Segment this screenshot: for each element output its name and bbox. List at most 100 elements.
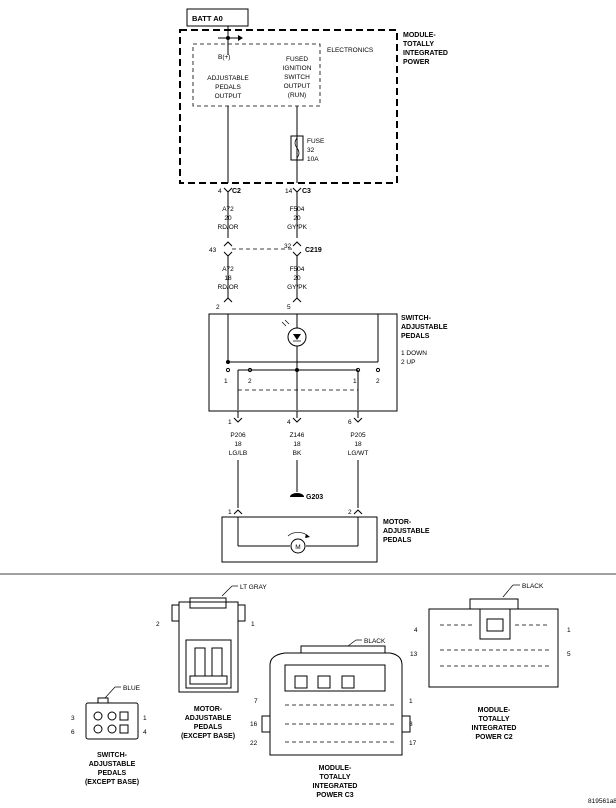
ground-icon (290, 493, 304, 497)
bottom-pin-1: 1 (228, 419, 232, 426)
svg-text:TOTALLY: TOTALLY (320, 774, 351, 781)
svg-text:17: 17 (409, 740, 417, 747)
sw-contact-r2: 2 (376, 378, 380, 385)
conn-switch-view: BLUE 3 6 1 4 SWITCH- ADJUSTABLE PEDALS (… (71, 685, 147, 786)
conn-c3-color: BLACK (364, 638, 386, 645)
svg-text:16: 16 (250, 721, 258, 728)
figure-id: 819561a8 (588, 798, 616, 805)
svg-text:5: 5 (567, 651, 571, 658)
motor-symbol: M (295, 544, 300, 551)
conn-c3-view: BLACK 7 16 22 1 8 17 MODULE- TOTALLY INT… (250, 638, 417, 799)
svg-text:A72: A72 (222, 266, 234, 273)
svg-text:(EXCEPT BASE): (EXCEPT BASE) (85, 779, 139, 786)
bottom-pin-4: 4 (287, 419, 291, 426)
conn-motor-pin1: 1 (251, 621, 255, 628)
svg-text:20: 20 (293, 275, 301, 282)
switch-label: SWITCH- ADJUSTABLE PEDALS (401, 315, 448, 340)
svg-text:1: 1 (567, 627, 571, 634)
svg-text:MODULE-: MODULE- (478, 707, 511, 714)
svg-text:18: 18 (354, 441, 362, 448)
svg-text:SWITCH-: SWITCH- (401, 315, 432, 322)
c3-label: C3 (302, 188, 311, 195)
motor-pin-left: 1 (228, 509, 232, 516)
svg-text:TOTALLY: TOTALLY (479, 716, 510, 723)
svg-text:IGNITION: IGNITION (283, 65, 312, 72)
svg-text:1: 1 (409, 698, 413, 705)
svg-text:GY/PK: GY/PK (287, 224, 308, 231)
svg-text:10A: 10A (307, 156, 319, 163)
conn-motor-color: LT GRAY (240, 584, 267, 591)
motor-pin-right: 2 (348, 509, 352, 516)
svg-text:6: 6 (71, 729, 75, 736)
svg-text:2 UP: 2 UP (401, 359, 415, 366)
svg-text:GY/PK: GY/PK (287, 284, 308, 291)
svg-text:32: 32 (307, 147, 315, 154)
svg-text:BK: BK (293, 450, 302, 457)
svg-text:RD/OR: RD/OR (218, 284, 239, 291)
b-plus-label: B(+) (218, 54, 230, 61)
svg-text:Z146: Z146 (290, 432, 305, 439)
svg-text:18: 18 (234, 441, 242, 448)
svg-text:POWER: POWER (403, 59, 429, 66)
svg-text:4: 4 (143, 729, 147, 736)
c2-label: C2 (232, 188, 241, 195)
svg-text:3: 3 (71, 715, 75, 722)
svg-text:1 DOWN: 1 DOWN (401, 350, 427, 357)
svg-text:TOTALLY: TOTALLY (403, 41, 434, 48)
svg-text:INTEGRATED: INTEGRATED (313, 783, 358, 790)
svg-text:20: 20 (224, 215, 232, 222)
svg-text:(RUN): (RUN) (288, 92, 306, 99)
svg-text:POWER C2: POWER C2 (475, 734, 512, 741)
svg-text:INTEGRATED: INTEGRATED (403, 50, 448, 57)
svg-text:ADJUSTABLE: ADJUSTABLE (89, 761, 136, 768)
svg-text:(EXCEPT BASE): (EXCEPT BASE) (181, 733, 235, 740)
svg-text:8: 8 (409, 721, 413, 728)
svg-text:LG/WT: LG/WT (348, 450, 369, 457)
wire-a72-bot: A72 18 RD/OR (218, 266, 239, 291)
fuse-label: FUSE 32 10A (307, 138, 325, 163)
svg-text:LG/LB: LG/LB (229, 450, 247, 457)
sw-pin-left: 2 (216, 304, 220, 311)
c219-label: C219 (305, 247, 322, 254)
svg-text:MODULE-: MODULE- (403, 32, 436, 39)
wire-z146: Z146 18 BK (290, 432, 305, 457)
svg-text:1: 1 (143, 715, 147, 722)
bottom-pin-6: 6 (348, 419, 352, 426)
svg-text:ADJUSTABLE: ADJUSTABLE (207, 75, 249, 82)
sw-contact-r1: 1 (353, 378, 357, 385)
svg-text:ADJUSTABLE: ADJUSTABLE (401, 324, 448, 331)
svg-text:20: 20 (293, 215, 301, 222)
wire-f504-top: F504 20 GY/PK (287, 206, 308, 231)
svg-text:ADJUSTABLE: ADJUSTABLE (383, 528, 430, 535)
wire-p205: P205 18 LG/WT (348, 432, 369, 457)
wire-p206: P206 18 LG/LB (229, 432, 247, 457)
switch-legend: 1 DOWN 2 UP (401, 350, 427, 366)
svg-text:PEDALS: PEDALS (401, 333, 430, 340)
svg-text:PEDALS: PEDALS (383, 537, 412, 544)
svg-text:18: 18 (224, 275, 232, 282)
batt-label: BATT A0 (192, 14, 223, 23)
sw-pin-right: 5 (287, 304, 291, 311)
sw-contact-l2: 2 (248, 378, 252, 385)
svg-text:PEDALS: PEDALS (215, 84, 241, 91)
svg-text:OUTPUT: OUTPUT (215, 93, 242, 100)
motor-box (221, 516, 378, 563)
module-box (179, 29, 398, 184)
sw-contact-l1: 1 (224, 378, 228, 385)
svg-text:INTEGRATED: INTEGRATED (472, 725, 517, 732)
motor-icon (290, 538, 306, 554)
conn-c2-view: BLACK 4 13 1 5 MODULE- TOTALLY INTEGRATE… (410, 583, 571, 741)
svg-text:4: 4 (414, 627, 418, 634)
svg-text:FUSED: FUSED (286, 56, 308, 63)
svg-text:P205: P205 (350, 432, 366, 439)
svg-text:POWER C3: POWER C3 (316, 792, 353, 799)
switch-box (208, 313, 398, 412)
adj-output-label: ADJUSTABLE PEDALS OUTPUT (207, 75, 249, 100)
svg-text:ADJUSTABLE: ADJUSTABLE (185, 715, 232, 722)
svg-text:SWITCH: SWITCH (284, 74, 310, 81)
wire-a72-top: A72 20 RD/OR (218, 206, 239, 231)
batt-box (186, 8, 249, 27)
c219-pin-right: 32 (284, 243, 292, 250)
conn-motor-view: LT GRAY 2 1 MOTOR- ADJUSTABLE PEDALS (EX… (156, 584, 267, 740)
svg-text:18: 18 (293, 441, 301, 448)
